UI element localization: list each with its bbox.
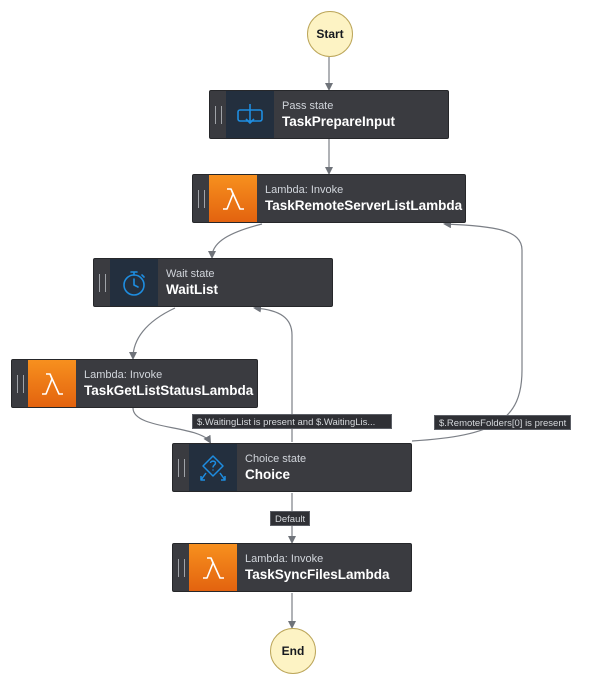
state-kind: Lambda: Invoke bbox=[245, 552, 324, 565]
state-title: TaskGetListStatusLambda bbox=[84, 382, 254, 398]
drag-handle[interactable] bbox=[173, 544, 189, 591]
state-task-get-list-status-lambda[interactable]: Lambda: Invoke TaskGetListStatusLambda bbox=[11, 359, 258, 408]
edge-label-waiting-list: $.WaitingList is present and $.WaitingLi… bbox=[192, 414, 392, 429]
edge-remote-to-wait bbox=[208, 223, 263, 259]
state-task-sync-files-lambda[interactable]: Lambda: Invoke TaskSyncFilesLambda bbox=[172, 543, 412, 592]
pass-state-icon bbox=[226, 91, 274, 138]
lambda-icon bbox=[28, 360, 76, 407]
state-title: TaskPrepareInput bbox=[282, 113, 396, 129]
state-task-remote-server-list-lambda[interactable]: Lambda: Invoke TaskRemoteServerListLambd… bbox=[192, 174, 466, 223]
choice-state-icon bbox=[189, 444, 237, 491]
edge-choice-to-remote bbox=[411, 220, 523, 442]
end-node: End bbox=[270, 628, 316, 674]
drag-handle[interactable] bbox=[173, 444, 189, 491]
state-kind: Choice state bbox=[245, 452, 307, 465]
lambda-icon bbox=[209, 175, 257, 222]
stopwatch-icon bbox=[110, 259, 158, 306]
edge-getstatus-to-choice bbox=[132, 407, 212, 444]
drag-handle[interactable] bbox=[193, 175, 209, 222]
drag-handle[interactable] bbox=[94, 259, 110, 306]
edge-choice-to-wait bbox=[253, 304, 293, 442]
state-kind: Lambda: Invoke bbox=[84, 368, 163, 381]
edge-wait-to-getstatus bbox=[129, 307, 176, 360]
edge-label-default: Default bbox=[270, 511, 311, 526]
state-title: TaskSyncFilesLambda bbox=[245, 566, 390, 582]
state-wait-list[interactable]: Wait state WaitList bbox=[93, 258, 333, 307]
edge-label-remote-folders: $.RemoteFolders[0] is present bbox=[434, 415, 572, 430]
state-kind: Lambda: Invoke bbox=[265, 183, 344, 196]
lambda-icon bbox=[189, 544, 237, 591]
state-task-prepare-input[interactable]: Pass state TaskPrepareInput bbox=[209, 90, 449, 139]
state-title: WaitList bbox=[166, 281, 218, 297]
state-title: Choice bbox=[245, 466, 291, 482]
drag-handle[interactable] bbox=[210, 91, 226, 138]
state-kind: Wait state bbox=[166, 267, 215, 280]
start-node: Start bbox=[307, 11, 353, 57]
state-title: TaskRemoteServerListLambda bbox=[265, 197, 463, 213]
state-kind: Pass state bbox=[282, 99, 334, 112]
drag-handle[interactable] bbox=[12, 360, 28, 407]
state-choice[interactable]: Choice state Choice bbox=[172, 443, 412, 492]
